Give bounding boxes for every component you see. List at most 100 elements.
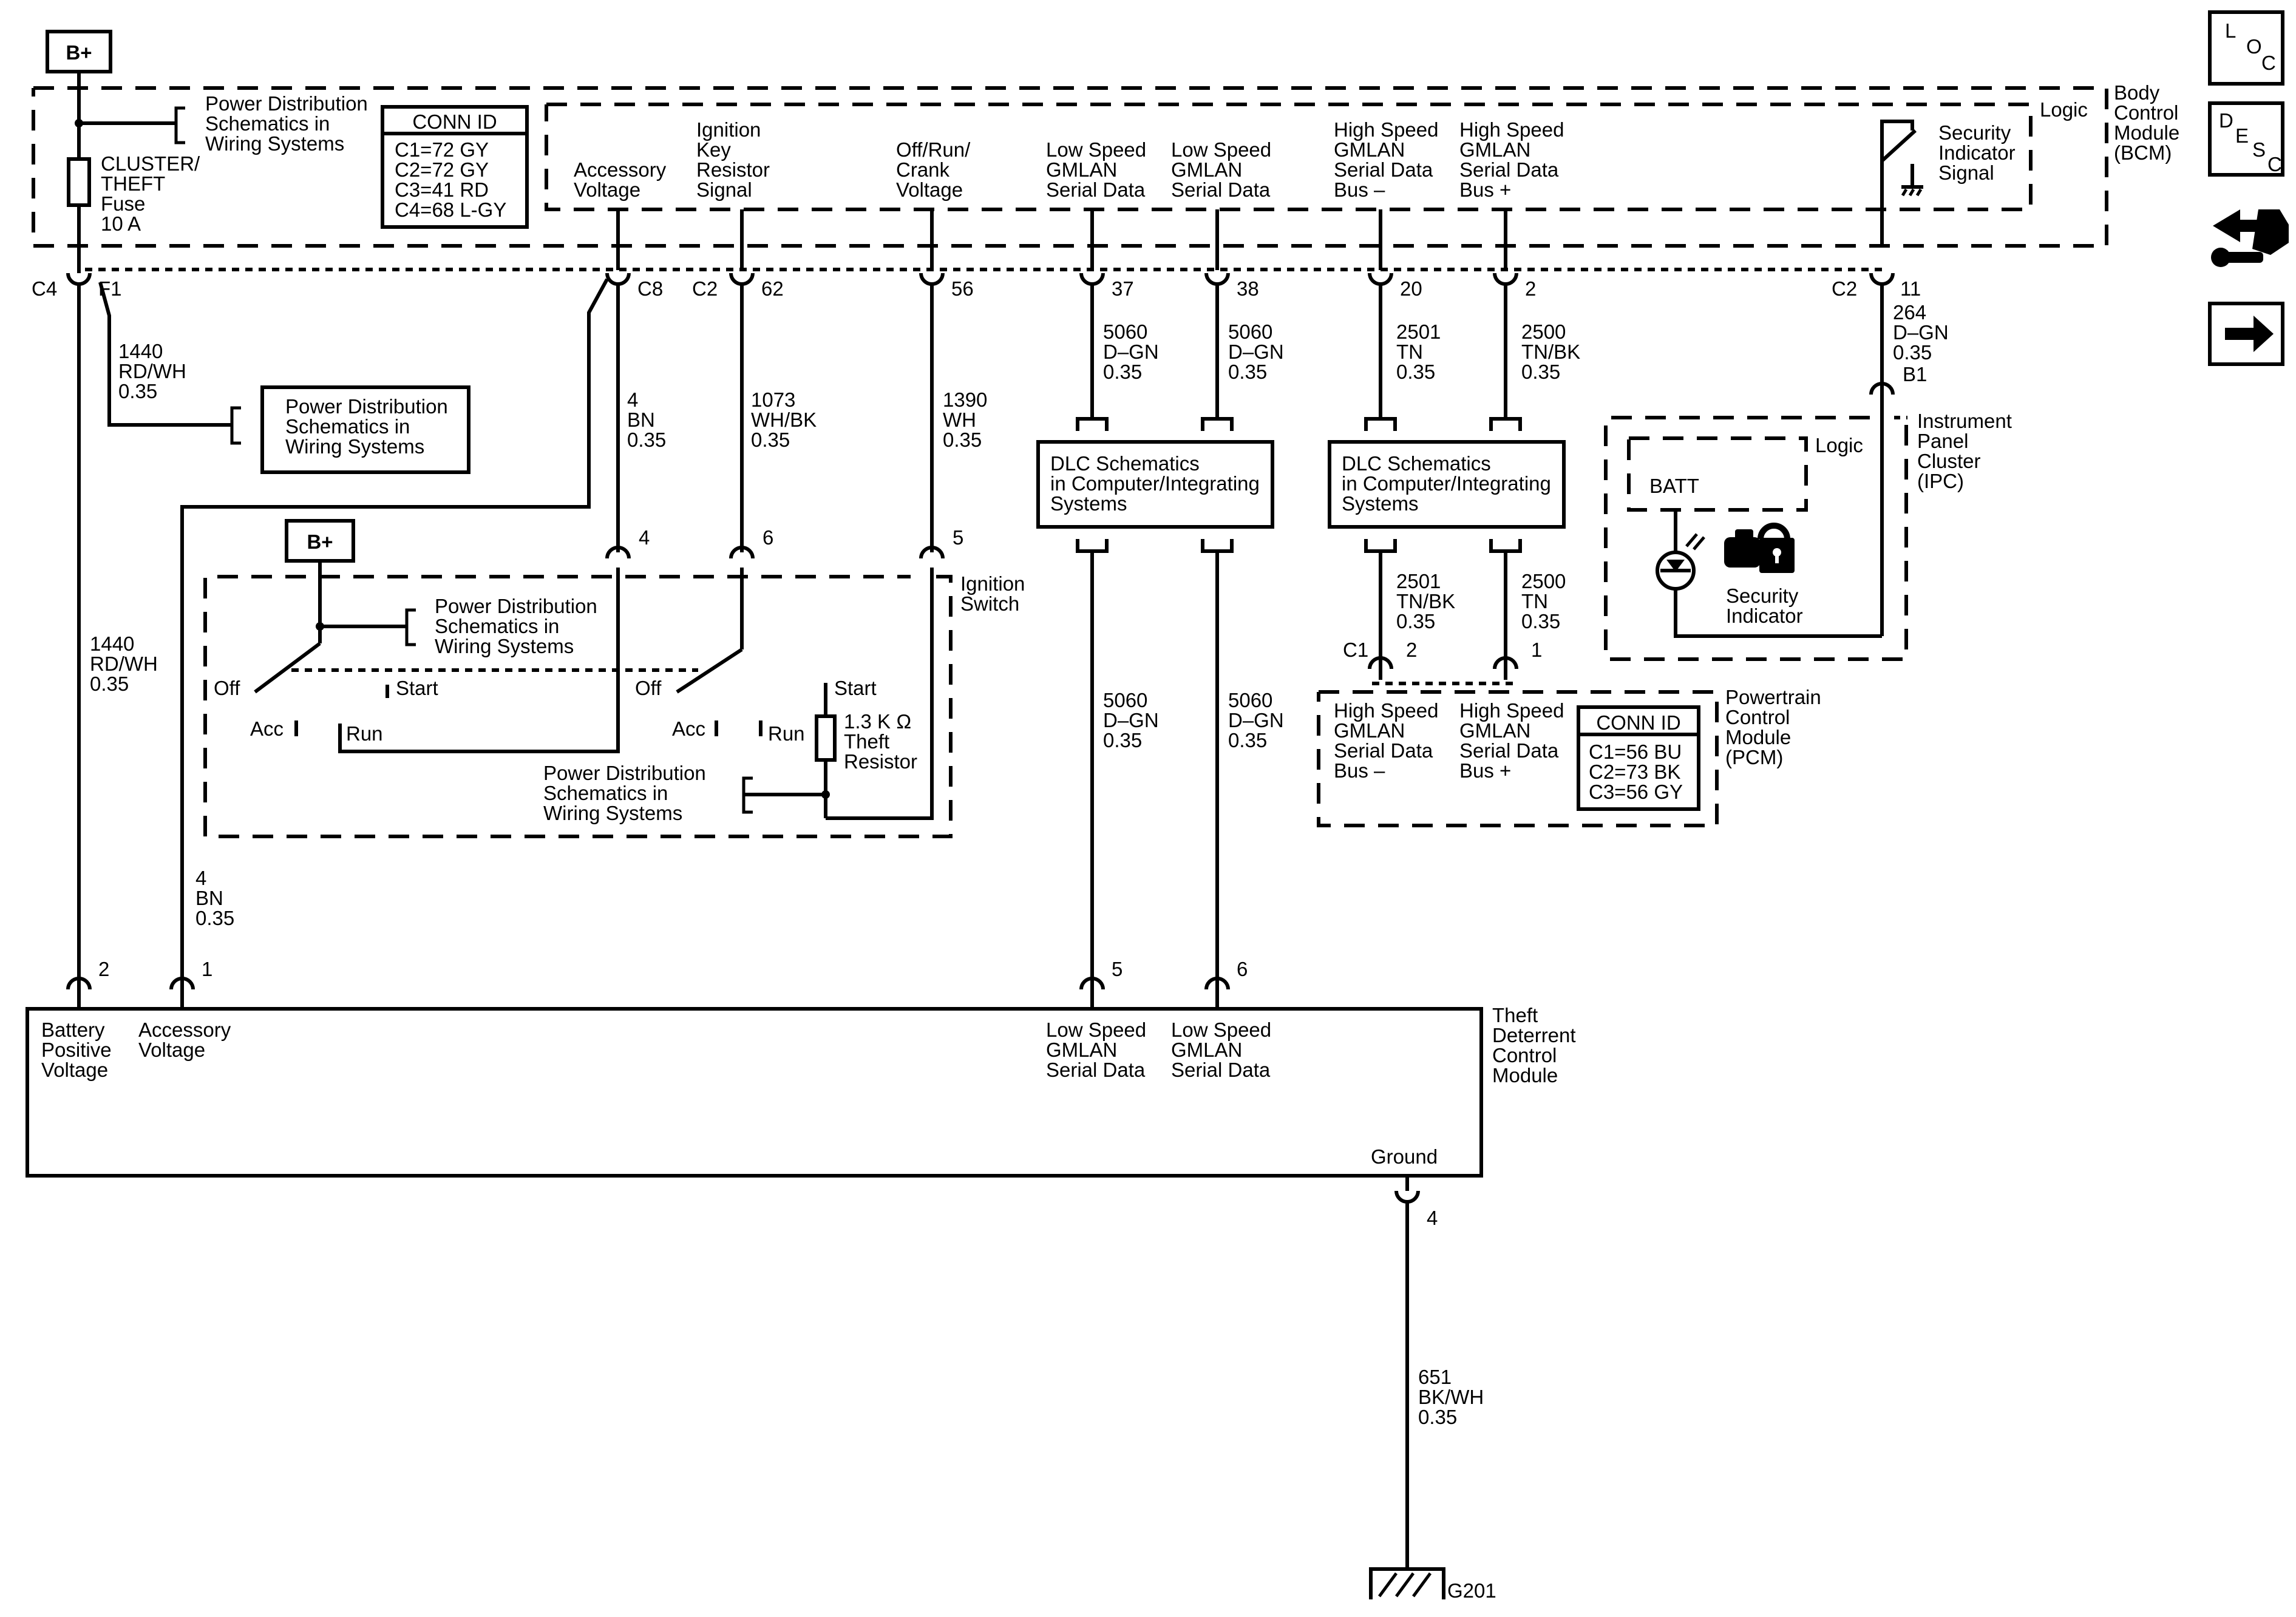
w1390-3: 0.35 <box>943 429 982 451</box>
tdcm-name-1: Theft <box>1492 1004 1538 1026</box>
bplus-box-ign <box>285 519 355 563</box>
bcm-sig-hsm-1: High Speed <box>1334 118 1438 141</box>
pd-box-1440-l1: Power Distribution <box>285 395 448 418</box>
connector-tool-icon[interactable] <box>2211 209 2289 267</box>
ign-acc-2: Acc <box>672 717 705 740</box>
pd-box-1440 <box>260 385 470 474</box>
bcm-sig-acc-2: Voltage <box>574 178 640 201</box>
pin-2: 2 <box>1525 277 1536 300</box>
pd-ign-3: Wiring Systems <box>435 635 574 657</box>
w4-top-1: 4 <box>627 388 638 411</box>
dlc-ls-3: Systems <box>1050 492 1127 515</box>
desc-c: C <box>2267 153 2282 175</box>
w651-2: BK/WH <box>1418 1386 1484 1408</box>
pcm-hsm-3: Serial Data <box>1334 739 1433 762</box>
fuse-label-2: THEFT <box>101 172 165 195</box>
tdcm-ground: Ground <box>1371 1145 1438 1168</box>
bcm-name-2: Control <box>2114 101 2178 124</box>
pcm-pin-2: 2 <box>1406 639 1417 661</box>
fuse-label-4: 10 A <box>101 212 141 235</box>
tdcm-pin-6: 6 <box>1237 958 1248 980</box>
bcm-sig-sec-3: Signal <box>1938 161 1994 184</box>
pcm-name-2: Control <box>1725 706 1790 728</box>
pd-box-1440-l3: Wiring Systems <box>285 435 424 458</box>
ign-pin-4: 4 <box>639 526 650 549</box>
pd-label-top-2: Schematics in <box>205 112 330 135</box>
bcm-security-switch <box>1880 120 1923 246</box>
dlc-ls-2: in Computer/Integrating <box>1050 472 1260 495</box>
pd-box-1440-l2: Schematics in <box>285 415 410 438</box>
bcm-conn-c4: C4=68 L-GY <box>395 198 506 221</box>
w5060-5-3: 0.35 <box>1103 729 1142 751</box>
w1440-bot-3: 0.35 <box>90 673 129 695</box>
pcm-conn-c2: C2=73 BK <box>1589 761 1680 783</box>
dlc-ls-1: DLC Schematics <box>1050 452 1200 475</box>
pcm-hsm-2: GMLAN <box>1334 719 1405 742</box>
dlc-box-ls <box>1036 440 1274 529</box>
tdcm-ls6-3: Serial Data <box>1171 1059 1271 1081</box>
w1440-top-2: RD/WH <box>118 360 186 382</box>
dlc-hs-2: in Computer/Integrating <box>1342 472 1551 495</box>
pin-37: 37 <box>1112 277 1134 300</box>
desc-e: E <box>2235 124 2249 147</box>
bcm-sig-orc-3: Voltage <box>896 178 963 201</box>
desc-button[interactable]: D E S C <box>2208 101 2284 177</box>
tdcm-name-4: Module <box>1492 1064 1558 1086</box>
bcm-module: Body Control Module (BCM) Logic <box>32 81 2179 248</box>
tdcm-batt-3: Voltage <box>41 1059 108 1081</box>
tdcm-name-3: Control <box>1492 1044 1557 1066</box>
tdcm-batt-2: Positive <box>41 1039 112 1061</box>
dlc-box-hs <box>1328 440 1566 529</box>
w2501b-3: 0.35 <box>1396 610 1435 632</box>
w5060-6-1: 5060 <box>1228 689 1272 711</box>
ign-off-1: Off <box>214 677 240 699</box>
fuse-label-3: Fuse <box>101 192 145 215</box>
pin-11: 11 <box>1900 277 1921 300</box>
w264-1: 264 <box>1893 301 1926 324</box>
w1440-bot-2: RD/WH <box>90 653 158 675</box>
pcm-pin-1: 1 <box>1531 639 1542 661</box>
loc-button[interactable]: L O C <box>2208 10 2284 86</box>
pin-c2-ipc: C2 <box>1832 277 1857 300</box>
ground-pin-4: 4 <box>1427 1207 1438 1229</box>
ignition-pins <box>605 546 945 559</box>
pin-38: 38 <box>1237 277 1259 300</box>
bcm-conn-c3: C3=41 RD <box>395 178 489 201</box>
bcm-sig-sec-1: Security <box>1938 121 2011 144</box>
w2500b-2: TN <box>1521 590 1548 612</box>
tdcm-module: 2 1 5 6 Battery Positive Voltage Accesso… <box>25 958 1576 1178</box>
ipc-pin-b1: B1 <box>1903 363 1927 385</box>
pcm-hsp-4: Bus + <box>1459 759 1511 782</box>
bcm-sig-ls38-1: Low Speed <box>1171 138 1271 161</box>
w4-bot-2: BN <box>195 887 223 909</box>
tdcm-acc-1: Accessory <box>138 1019 231 1041</box>
w2501b-2: TN/BK <box>1396 590 1455 612</box>
bcm-conn-id-title: CONN ID <box>412 110 497 133</box>
w5060-6-2: D–GN <box>1228 709 1284 731</box>
bcm-sig-orc-2: Crank <box>896 158 950 181</box>
tdcm-ls5-1: Low Speed <box>1046 1019 1146 1041</box>
ignition-switch: Ignition Switch Power Distribution Schem… <box>203 561 1025 838</box>
w2500b-3: 0.35 <box>1521 610 1560 632</box>
pcm-c1: C1 <box>1343 639 1368 661</box>
pcm-hsm-4: Bus – <box>1334 759 1385 782</box>
w5060-6-3: 0.35 <box>1228 729 1267 751</box>
w5060-5-1: 5060 <box>1103 689 1147 711</box>
bcm-sig-hsp-4: Bus + <box>1459 178 1511 201</box>
ipc-batt: BATT <box>1649 475 1699 497</box>
bcm-sig-acc-1: Accessory <box>574 158 667 181</box>
bcm-sig-hsp-2: GMLAN <box>1459 138 1530 161</box>
next-arrow-icon[interactable] <box>2208 302 2284 366</box>
ipc-logic: Logic <box>1815 434 1863 456</box>
resistor-label-1: 1.3 K Ω <box>844 710 912 733</box>
bcm-sig-ls37-2: GMLAN <box>1046 158 1117 181</box>
bcm-sig-ls38-3: Serial Data <box>1171 178 1271 201</box>
w5060-38-3: 0.35 <box>1228 361 1267 383</box>
pin-c4: C4 <box>32 277 57 300</box>
ign-off-2: Off <box>635 677 662 699</box>
w5060-5-2: D–GN <box>1103 709 1159 731</box>
bcm-name-1: Body <box>2114 81 2160 104</box>
ipc-ind-1: Security <box>1726 585 1799 607</box>
w651-1: 651 <box>1418 1366 1452 1388</box>
